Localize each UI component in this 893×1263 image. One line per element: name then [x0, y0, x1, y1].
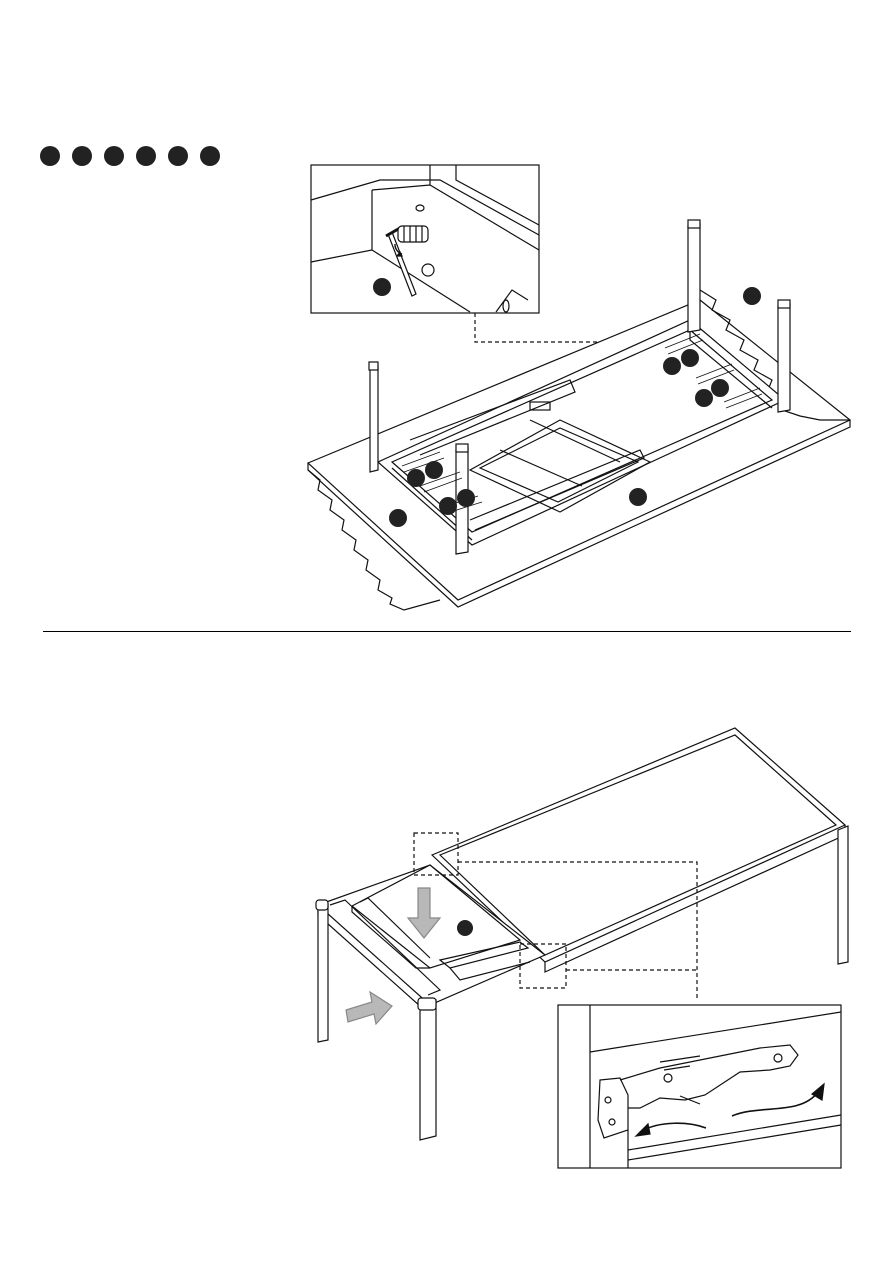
push-right-arrow-icon	[346, 992, 392, 1024]
hinge-detail-inset	[558, 1005, 841, 1168]
